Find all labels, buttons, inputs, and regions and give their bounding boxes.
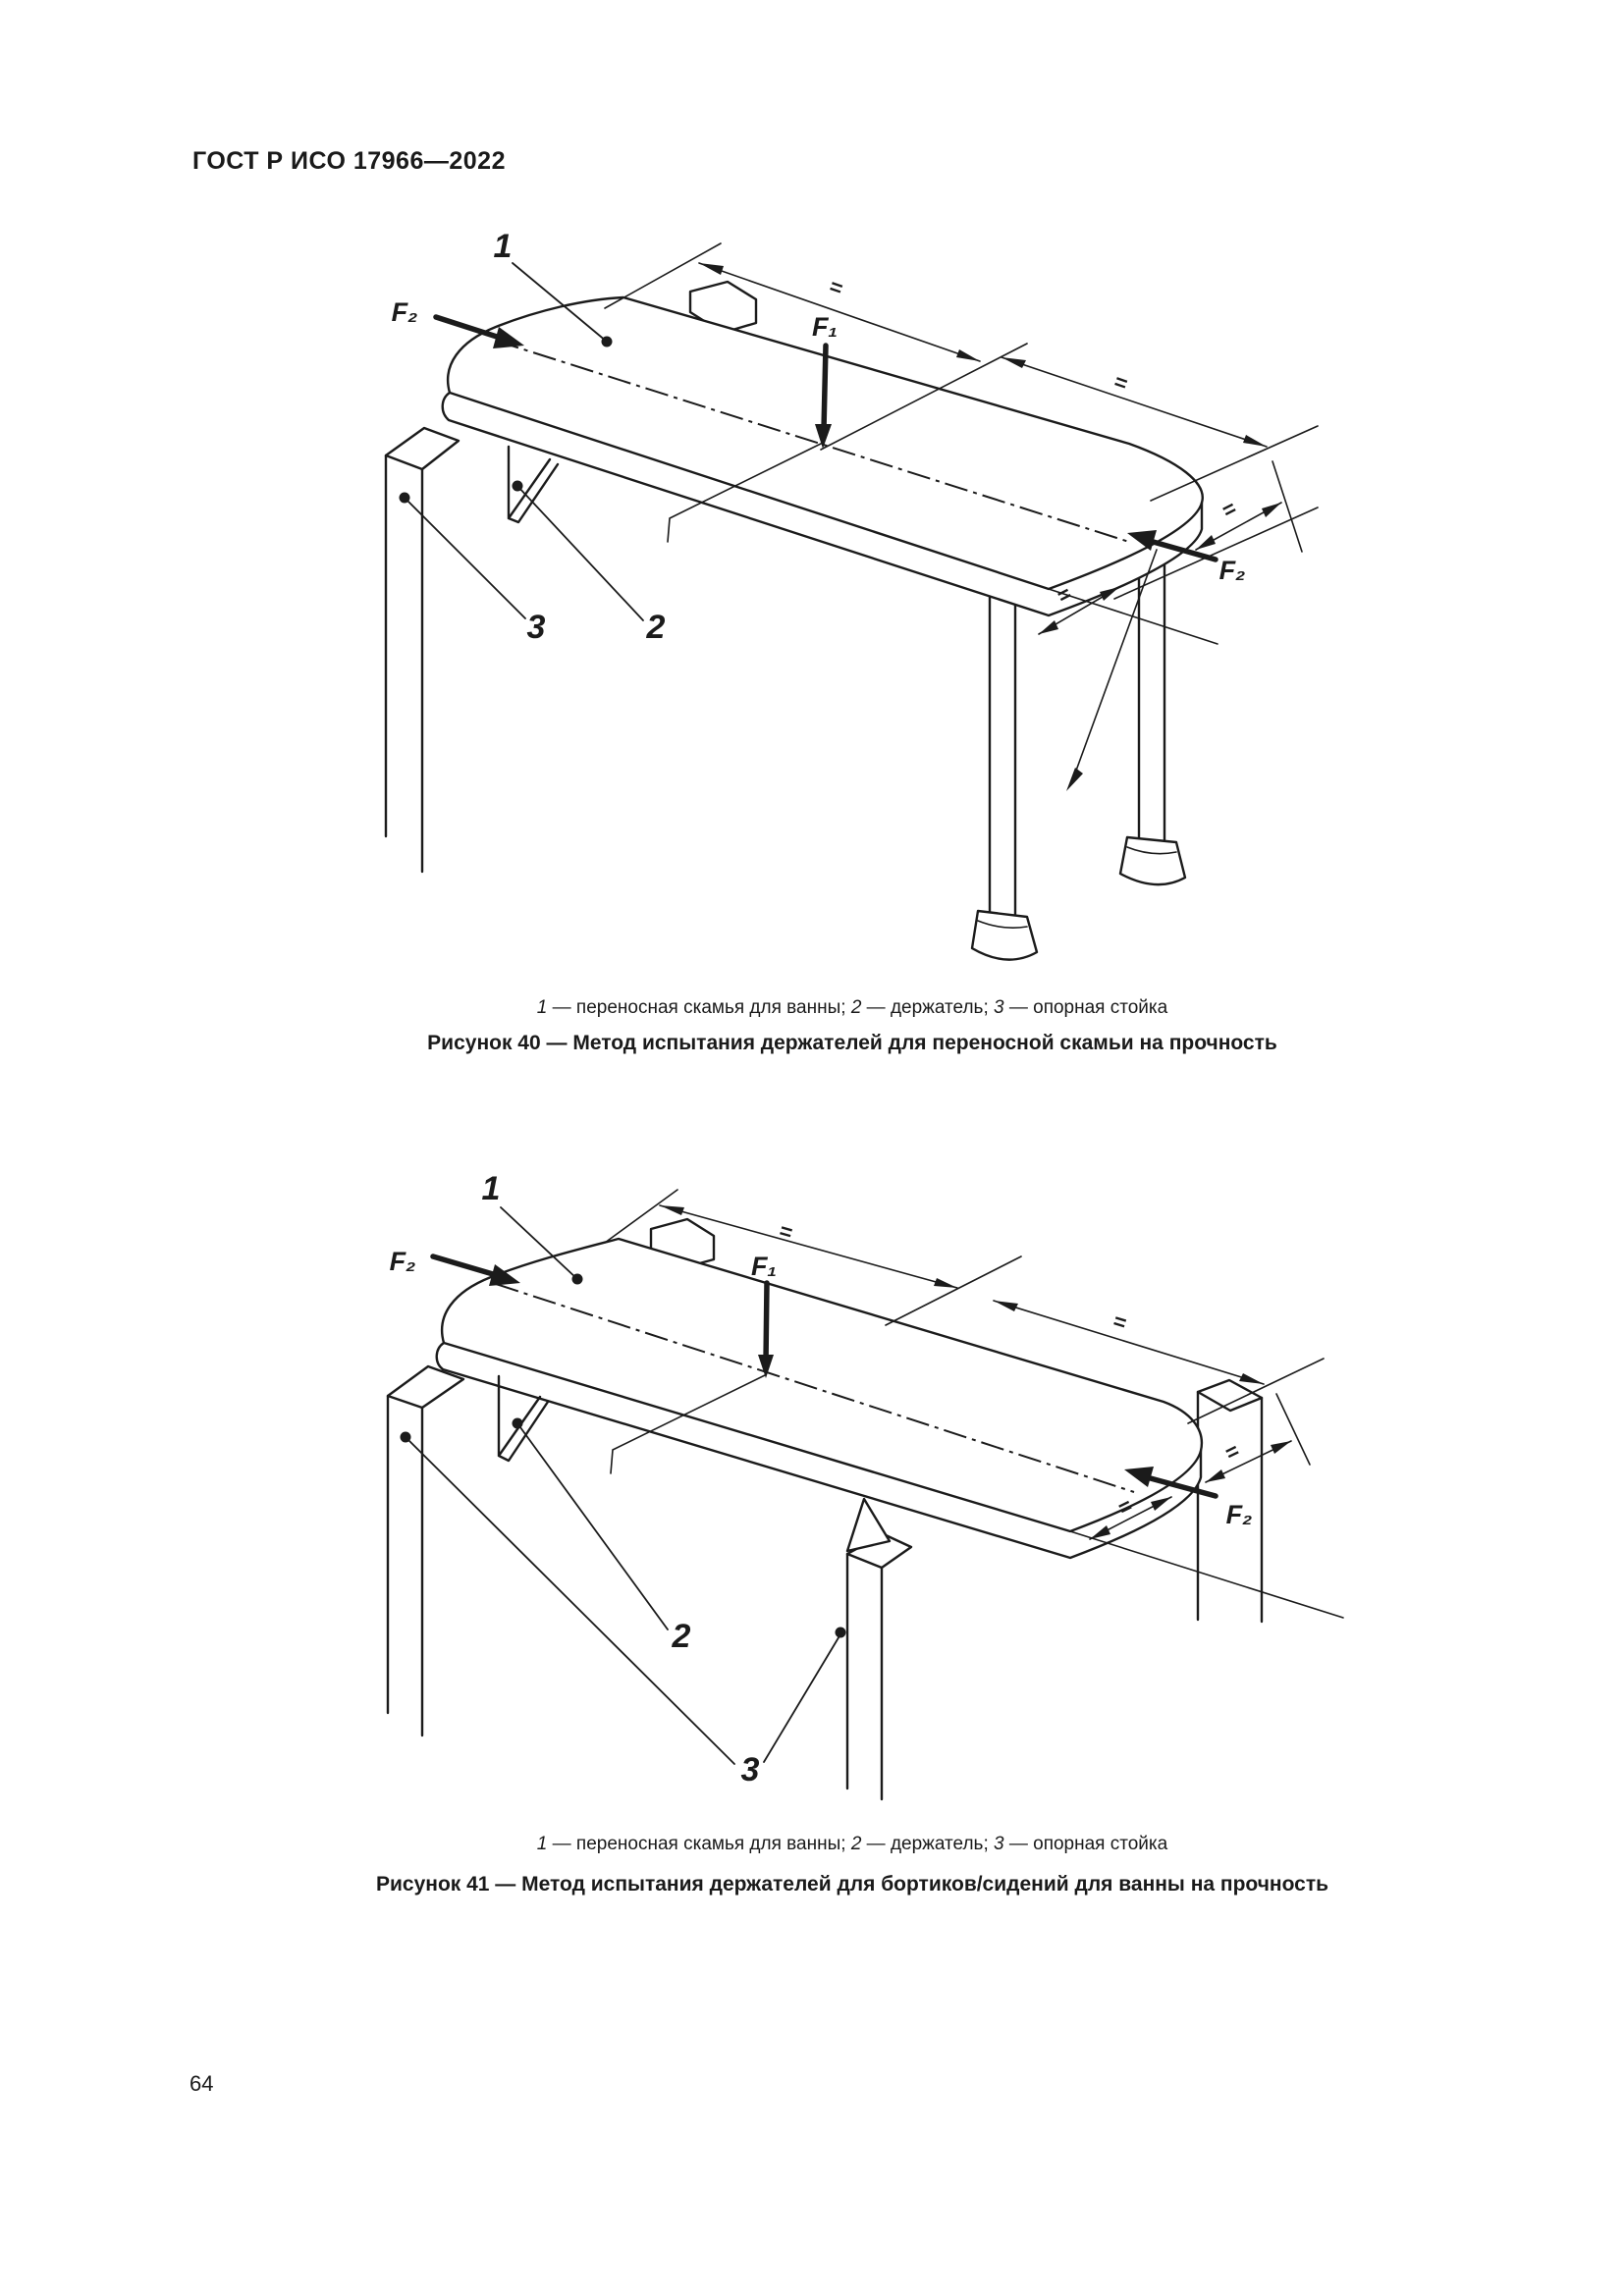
fig41-legend: 1 — переносная скамья для ванны; 2 — дер… [98, 1834, 1606, 1855]
fig41-equal-mark-2: = [1110, 1308, 1130, 1336]
fig41-equal-mark-3: = [1221, 1438, 1244, 1466]
fig40-caption: Рисунок 40 — Метод испытания держателей … [427, 1032, 1277, 1054]
fig41-part2-label: 2 [672, 1618, 691, 1655]
fig40-legend-text3: — опорная стойка [1003, 997, 1168, 1018]
fig40-dimension-lines [604, 242, 1319, 791]
fig41-f1-label: F₁ [751, 1252, 777, 1281]
fig40-legend-num2: 2 [850, 997, 862, 1018]
fig41-f2-right-label: F₂ [1226, 1500, 1253, 1529]
fig41-part1-label: 1 [482, 1170, 501, 1207]
fig41-legend-text2: — держатель; [861, 1834, 994, 1854]
fig40-f2-left-label: F₂ [392, 297, 418, 327]
page-number: 64 [189, 2071, 214, 2096]
fig40-front-leg [970, 587, 1039, 961]
fig41-force-f1-arrow [758, 1280, 774, 1378]
fig41-legend-num1: 1 [536, 1834, 548, 1854]
fig41-legend-text1: — переносная скамья для ванны; [547, 1834, 851, 1854]
fig40-centerline [495, 340, 1130, 543]
fig40-legend-text2: — держатель; [861, 997, 994, 1018]
fig41-bench-silhouette [436, 1239, 1202, 1558]
fig40-part3-label: 3 [527, 609, 546, 646]
fig40-back-leg [1118, 528, 1187, 886]
fig40-force-f2-right-arrow [1127, 530, 1218, 562]
fig40-legend-text1: — переносная скамья для ванны; [547, 997, 851, 1018]
fig40-legend-num3: 3 [994, 997, 1004, 1018]
fig41-bench-top [441, 1237, 1204, 1533]
fig40-part2-label: 2 [646, 609, 666, 646]
fig40-leader-lines [399, 262, 644, 621]
fig40-back-holder-tab [688, 280, 758, 335]
fig40-force-f1-arrow [815, 343, 832, 449]
fig40-legend: 1 — переносная скамья для ванны; 2 — дер… [98, 997, 1606, 1019]
fig41-leader-lines [400, 1206, 846, 1765]
figure-40-drawing: 1 2 3 F₁ F₂ F₂ = = = = [384, 228, 1319, 961]
fig41-force-f2-left-arrow [430, 1254, 520, 1286]
figure-41-drawing: 1 2 3 F₁ F₂ F₂ = = = = [386, 1170, 1344, 1801]
fig41-legend-text3: — опорная стойка [1003, 1834, 1168, 1854]
fig41-caption: Рисунок 41 — Метод испытания держателей … [375, 1873, 1329, 1896]
fig40-equal-mark-2: = [1111, 369, 1131, 397]
fig40-support-post [384, 426, 460, 874]
fig41-force-f2-right-arrow [1124, 1467, 1218, 1499]
fig41-dimension-lines [604, 1189, 1344, 1619]
fig41-legend-num2: 2 [850, 1834, 862, 1854]
fig41-mid-seam [610, 1374, 766, 1474]
fig41-centerline [495, 1283, 1135, 1493]
fig40-equal-mark-1: = [827, 274, 846, 301]
fig40-part1-label: 1 [494, 228, 513, 265]
fig40-force-f2-left-arrow [433, 314, 524, 348]
fig40-bench-silhouette [442, 297, 1203, 615]
fig40-holder-bracket [507, 445, 560, 524]
standard-header: ГОСТ Р ИСО 17966—2022 [192, 147, 506, 175]
fig41-part3-label: 3 [741, 1751, 760, 1789]
fig41-right-holder-wedge [845, 1497, 892, 1553]
fig41-equal-mark-1: = [777, 1218, 795, 1246]
fig40-f1-label: F₁ [812, 312, 838, 342]
fig40-legend-num1: 1 [536, 997, 548, 1018]
fig40-mid-seam [667, 443, 822, 543]
fig41-front-rim-post [845, 1497, 913, 1801]
fig40-bench-rim [441, 391, 1204, 617]
fig41-f2-left-label: F₂ [390, 1247, 416, 1276]
fig40-equal-mark-3: = [1218, 496, 1240, 523]
fig41-legend-num3: 3 [994, 1834, 1004, 1854]
fig41-left-support-post [386, 1364, 465, 1737]
fig40-f2-right-label: F₂ [1219, 556, 1246, 585]
